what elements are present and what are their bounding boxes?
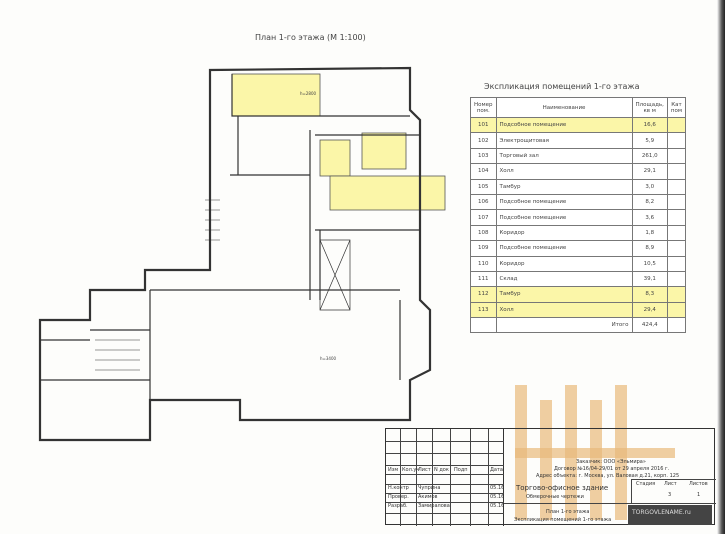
plan-title: План 1-го этажа (М 1:100) bbox=[255, 33, 366, 42]
site-logo: TORGOVLENAME.ru bbox=[628, 505, 712, 525]
floor-plan: h=2800 h=3400 bbox=[38, 66, 446, 442]
scan-edge bbox=[717, 0, 725, 534]
explication-title: Экспликация помещений 1-го этажа bbox=[484, 82, 640, 91]
highlighted-rooms bbox=[231, 73, 446, 211]
room-height-label: h=2800 bbox=[300, 91, 317, 96]
hall-height-label: h=3400 bbox=[320, 356, 337, 361]
